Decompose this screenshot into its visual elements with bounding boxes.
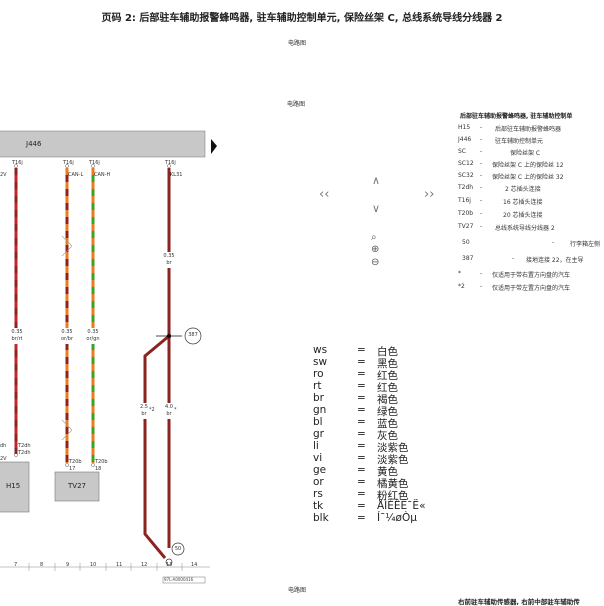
doc-code: 97L-A0000416 bbox=[164, 577, 194, 582]
wire5-note: *2 bbox=[149, 407, 155, 413]
pin-label-v2: 2V bbox=[0, 172, 7, 178]
pin-label-can-h: CAN-H bbox=[94, 172, 111, 178]
wire3-color: or/gn bbox=[86, 336, 100, 342]
wire5-gauge: 2.5 bbox=[140, 404, 148, 410]
wire5-color: br bbox=[141, 411, 147, 417]
track-7: 7 bbox=[14, 562, 18, 568]
track-12: 12 bbox=[141, 562, 148, 568]
pin-label-kl31: KL31 bbox=[170, 172, 183, 178]
page-title: 页码 2: 后部驻车辅助报警蜂鸣器, 驻车辅助控制单元, 保险丝架 C, 总线系… bbox=[101, 13, 503, 24]
pin-label-t2dh: T2dh bbox=[18, 443, 31, 449]
wire1-color: br/rt bbox=[11, 336, 23, 342]
chevron-right-icon[interactable]: ›› bbox=[424, 187, 435, 202]
ground-50-label: 50 bbox=[174, 546, 182, 552]
track-10: 10 bbox=[90, 562, 97, 568]
tv27-label: TV27 bbox=[68, 482, 86, 490]
chevron-down-icon[interactable]: ∨ bbox=[372, 202, 381, 215]
track-9: 9 bbox=[66, 562, 70, 568]
j446-label: J446 bbox=[26, 140, 42, 148]
track-13: 13 bbox=[166, 562, 173, 568]
diagram-label-mid: 电路图 bbox=[287, 101, 306, 108]
pin-label-t16j-a: T16j bbox=[12, 160, 23, 166]
j446-box bbox=[0, 130, 206, 158]
pin-label-17: 17 bbox=[69, 466, 76, 472]
pin-label-t16j-d: T16j bbox=[165, 160, 176, 166]
pin-label-t16j-c: T16j bbox=[89, 160, 100, 166]
track-11: 11 bbox=[116, 562, 123, 568]
wire6-gauge: 4.0 bbox=[165, 404, 173, 410]
h15-box bbox=[0, 461, 30, 513]
pin-label-t20b-a: T20b bbox=[69, 459, 82, 465]
pin-label-dh: dh bbox=[0, 443, 7, 449]
pin-label-t2dh-2: T2dh bbox=[18, 450, 31, 456]
pin-label-t16j-b: T16j bbox=[63, 160, 74, 166]
triangle-right-icon bbox=[211, 139, 217, 154]
ground-387-label: 387 bbox=[188, 332, 198, 338]
pin-label-v2-b: 2V bbox=[0, 456, 7, 462]
h15-label: H15 bbox=[6, 482, 21, 490]
wire2-color: or/br bbox=[60, 336, 74, 342]
wire6-color: br bbox=[166, 411, 172, 417]
wire4-gauge: 0.35 bbox=[163, 253, 175, 259]
diagram-label-bottom: 电路图 bbox=[288, 587, 307, 594]
chevron-left-icon[interactable]: ‹‹ bbox=[319, 187, 330, 202]
wire1-gauge: 0.35 bbox=[11, 329, 23, 335]
zoom-out-icon[interactable]: ⊖ bbox=[371, 257, 380, 268]
zoom-in-icon[interactable]: ⊕ bbox=[371, 244, 380, 255]
wire6-note: * bbox=[174, 407, 177, 413]
pin-label-18: 18 bbox=[95, 466, 102, 472]
chevron-up-icon[interactable]: ∧ bbox=[372, 174, 381, 187]
pin-label-t20b-b: T20b bbox=[95, 459, 108, 465]
diagram-label-top: 电路图 bbox=[288, 40, 307, 47]
wire4-color: br bbox=[166, 260, 172, 266]
zoom-fit-icon[interactable]: ⌕ bbox=[371, 232, 377, 243]
tv27-box bbox=[54, 471, 100, 502]
wire3-gauge: 0.35 bbox=[87, 329, 99, 335]
track-14: 14 bbox=[191, 562, 198, 568]
wire2-gauge: 0.35 bbox=[61, 329, 73, 335]
track-8: 8 bbox=[40, 562, 44, 568]
legend-title: 后部驻车辅助报警蜂鸣器, 驻车辅助控制单 bbox=[460, 113, 573, 120]
next-section-title: 右前驻车辅助传感器, 右前中部驻车辅助传 bbox=[458, 598, 580, 606]
pin-label-can-l: CAN-L bbox=[68, 172, 84, 178]
